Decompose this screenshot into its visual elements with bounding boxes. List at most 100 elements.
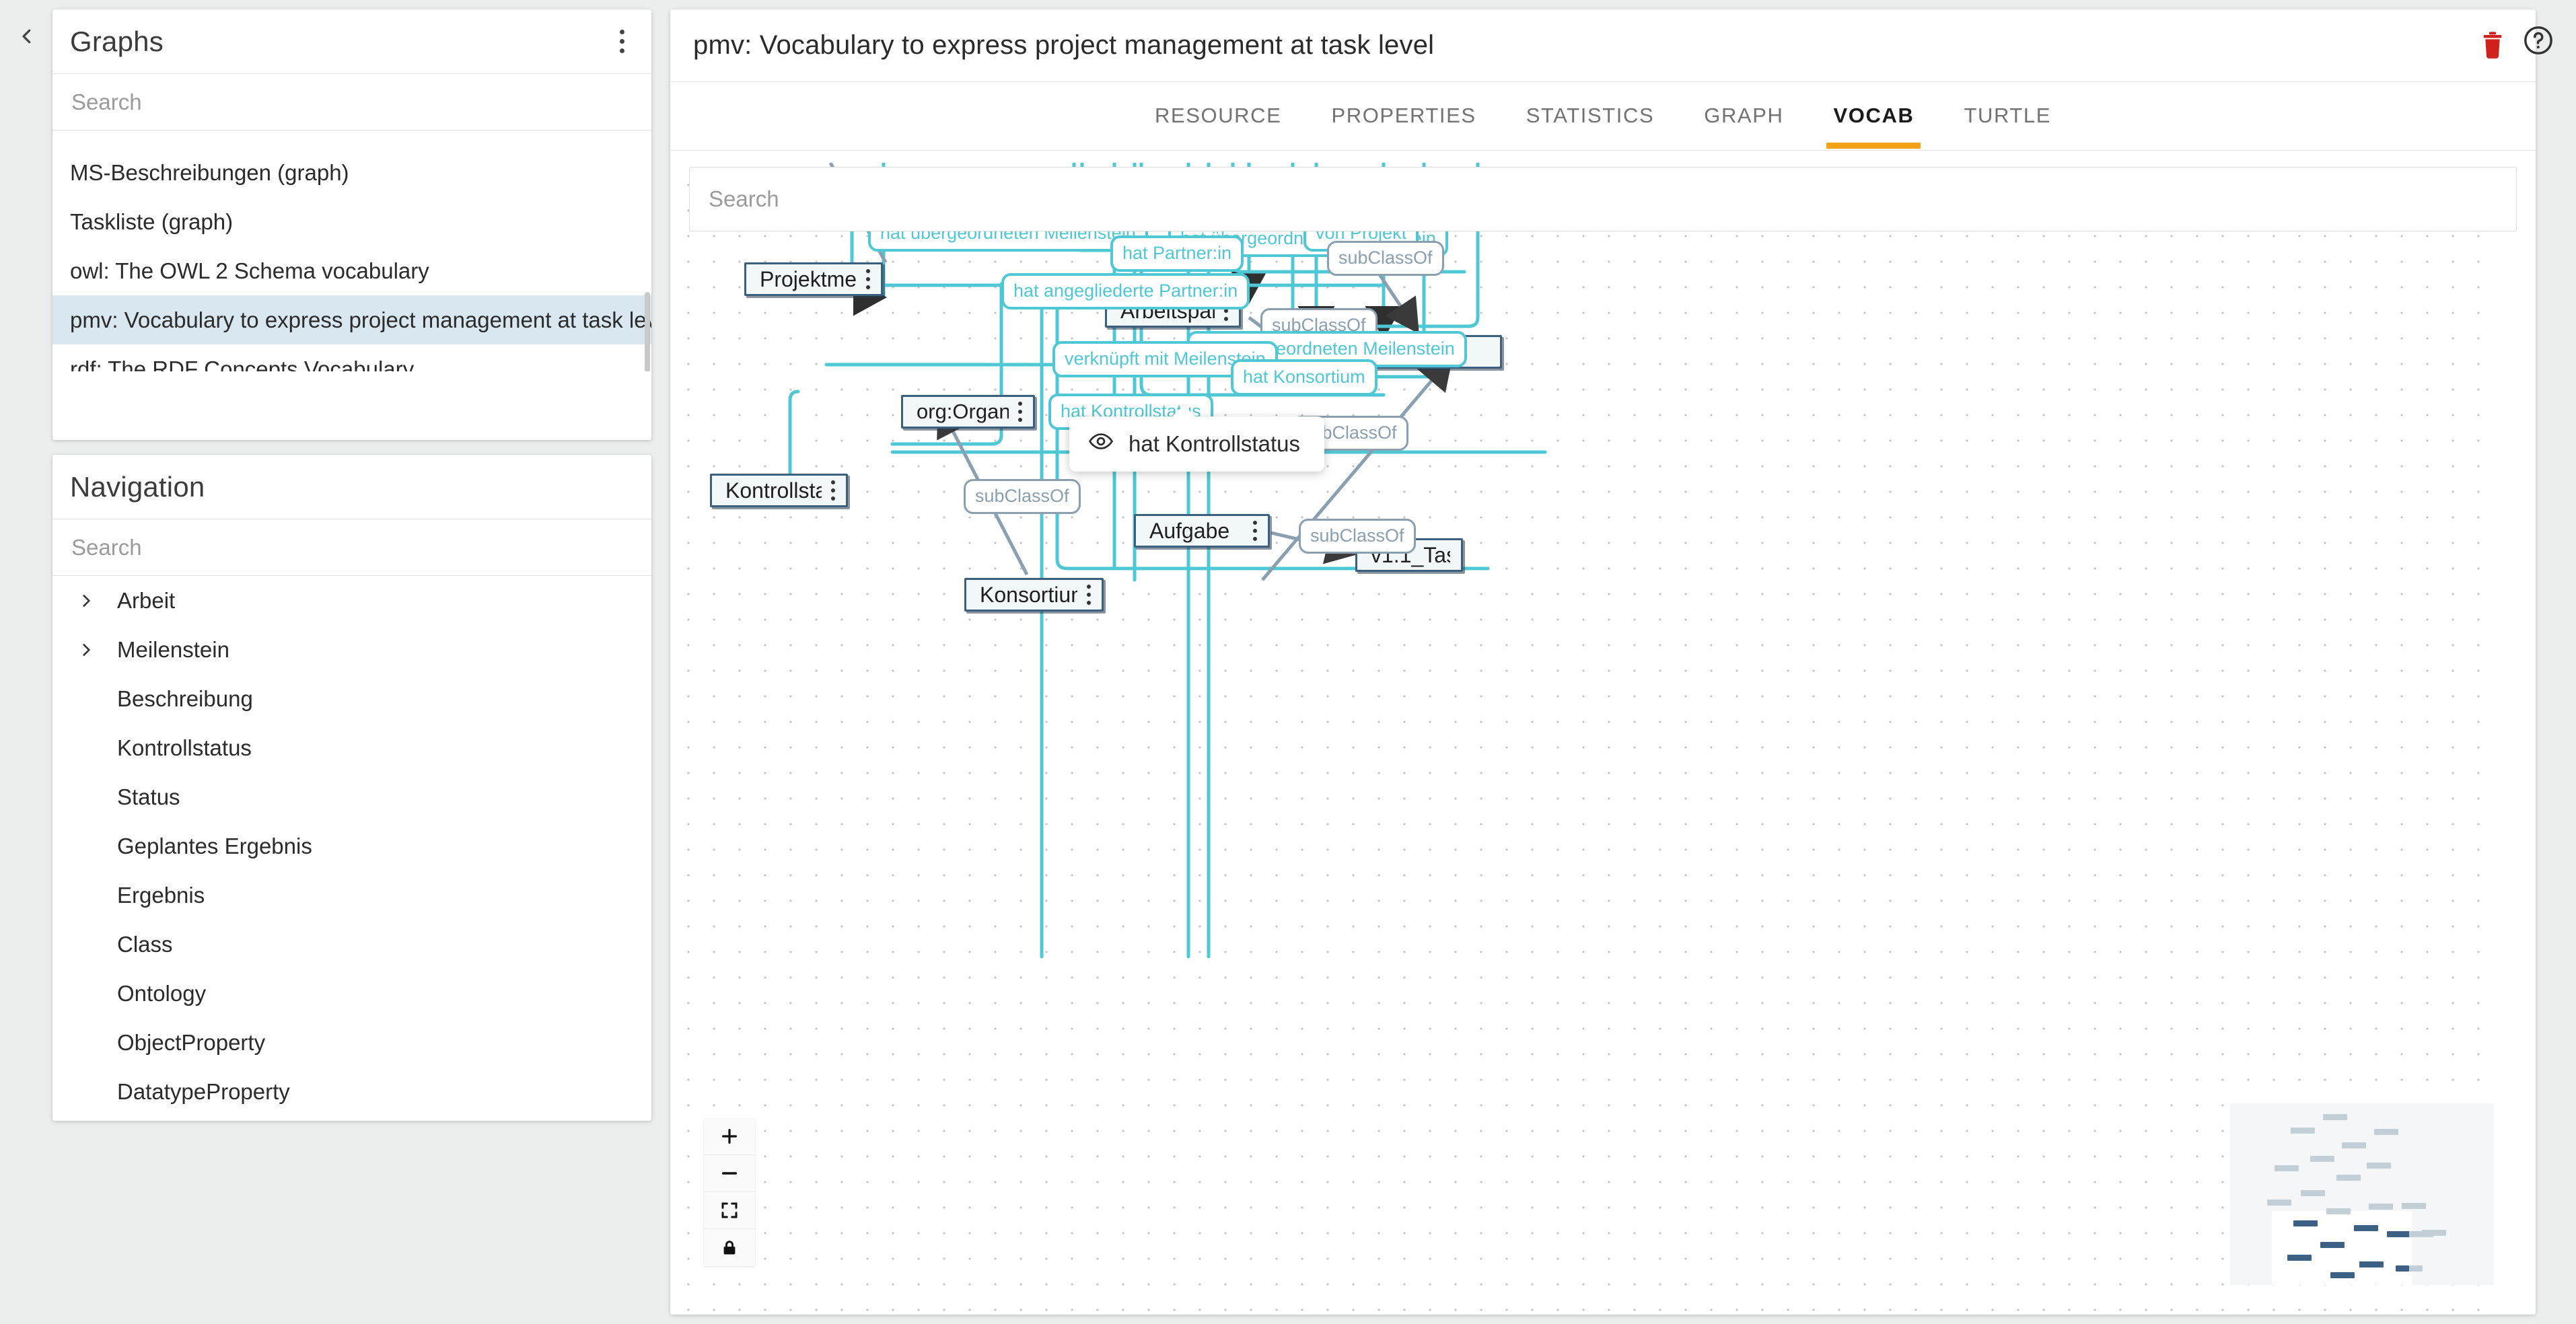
graph-node-projektmeilenstein[interactable]: Projektmeilenstein bbox=[744, 262, 883, 296]
list-item[interactable]: owl: The OWL 2 Schema vocabulary bbox=[70, 258, 429, 283]
page-title: pmv: Vocabulary to express project manag… bbox=[693, 30, 1435, 60]
list-item[interactable]: rdf: The RDF Concepts Vocabulary bbox=[70, 356, 415, 372]
nav-item-class[interactable]: Class bbox=[52, 920, 651, 969]
navigation-panel-header: Navigation bbox=[52, 455, 651, 519]
nav-item-kontrollstatus[interactable]: Kontrollstatus bbox=[52, 723, 651, 772]
minimap-node bbox=[2374, 1129, 2398, 1135]
zoom-controls bbox=[704, 1118, 755, 1266]
minimap-node bbox=[2422, 1230, 2446, 1236]
nav-item-label: Kontrollstatus bbox=[117, 735, 252, 760]
chevron-right-icon[interactable] bbox=[77, 640, 96, 659]
zoom-out-button[interactable] bbox=[704, 1155, 755, 1192]
tab-vocab[interactable]: VOCAB bbox=[1824, 85, 1923, 149]
navigation-search-row bbox=[52, 519, 651, 576]
minimap-node bbox=[2267, 1200, 2291, 1206]
navigation-tree: Arbeit Meilenstein Beschreibung Kontroll… bbox=[52, 576, 651, 1116]
tab-graph[interactable]: GRAPH bbox=[1704, 103, 1784, 127]
search-input[interactable] bbox=[707, 186, 2499, 213]
tab-properties[interactable]: PROPERTIES bbox=[1331, 103, 1476, 127]
minimap-node bbox=[2354, 1225, 2378, 1231]
nav-item-datatypeproperty[interactable]: DatatypeProperty bbox=[52, 1067, 651, 1116]
minimap-node bbox=[2320, 1242, 2345, 1248]
graphs-list-scrollbar[interactable] bbox=[645, 292, 650, 371]
nav-item-beschreibung[interactable]: Beschreibung bbox=[52, 674, 651, 723]
node-menu-icon[interactable] bbox=[1253, 521, 1257, 541]
edge-label-subclassof[interactable]: subClassOf bbox=[964, 479, 1081, 514]
minimap-node bbox=[2409, 1231, 2433, 1237]
list-item-clipped[interactable] bbox=[52, 131, 651, 148]
minimap-node bbox=[2310, 1156, 2334, 1162]
minimap-node bbox=[2396, 1265, 2409, 1272]
node-menu-icon[interactable] bbox=[866, 269, 870, 289]
tab-bar: RESOURCE PROPERTIES STATISTICS GRAPH VOC… bbox=[670, 82, 2536, 151]
graphs-search-input[interactable] bbox=[70, 88, 634, 116]
node-menu-icon[interactable] bbox=[1018, 402, 1022, 422]
tab-resource[interactable]: RESOURCE bbox=[1154, 103, 1282, 127]
navigation-panel: Navigation Arbeit Meilenstein Beschreibu… bbox=[52, 455, 651, 1121]
chevron-right-icon[interactable] bbox=[77, 591, 96, 610]
graph-node-org-organizationalcollaboration[interactable]: org:OrganizationalCollaboration bbox=[901, 395, 1035, 429]
nav-item-meilenstein[interactable]: Meilenstein bbox=[52, 625, 651, 674]
nav-item-objectproperty[interactable]: ObjectProperty bbox=[52, 1018, 651, 1067]
graph-canvas-wrapper: Projektmeilenstein Arbeitspaket Arbeit o… bbox=[670, 163, 2536, 1315]
graph-node-aufgabe[interactable]: Aufgabe bbox=[1134, 514, 1270, 548]
minimap-node bbox=[2402, 1203, 2426, 1209]
minimap-node bbox=[2369, 1204, 2393, 1210]
edge-label-hat-angegliederte-partnerin[interactable]: hat angegliederte Partner:in bbox=[1001, 273, 1250, 309]
nav-item-ergebnis[interactable]: Ergebnis bbox=[52, 871, 651, 920]
kebab-menu-icon[interactable] bbox=[610, 23, 634, 61]
minimap-node bbox=[2275, 1165, 2299, 1171]
edge-label-hat-partnerin[interactable]: hat Partner:in bbox=[1110, 235, 1244, 272]
nav-item-label: Class bbox=[117, 931, 173, 957]
edge-label-hat-konsortium[interactable]: hat Konsortium bbox=[1231, 359, 1378, 396]
graph-node-konsortium[interactable]: Konsortium bbox=[964, 578, 1104, 612]
chevron-left-icon[interactable] bbox=[12, 22, 42, 51]
vocab-search-box bbox=[689, 167, 2517, 231]
lock-button[interactable] bbox=[704, 1229, 755, 1266]
tab-statistics[interactable]: STATISTICS bbox=[1526, 103, 1655, 127]
nav-item-label: Geplantes Ergebnis bbox=[117, 833, 312, 858]
node-menu-icon[interactable] bbox=[831, 480, 835, 501]
main-header: pmv: Vocabulary to express project manag… bbox=[670, 9, 2536, 82]
nav-item-label: ObjectProperty bbox=[117, 1029, 266, 1055]
node-label: Kontrollstatus bbox=[725, 478, 822, 503]
minimap-node bbox=[2323, 1114, 2347, 1120]
edge-label-subclassof[interactable]: subClassOf bbox=[1299, 519, 1416, 554]
nav-item-label: DatatypeProperty bbox=[117, 1078, 290, 1104]
zoom-in-button[interactable] bbox=[704, 1118, 755, 1155]
node-label: Aufgabe bbox=[1149, 518, 1230, 543]
minimap-node bbox=[2387, 1231, 2411, 1237]
minimap-node bbox=[2301, 1190, 2325, 1196]
minimap-node bbox=[2409, 1265, 2423, 1272]
minimap-node bbox=[2336, 1175, 2361, 1181]
nav-item-arbeit[interactable]: Arbeit bbox=[52, 576, 651, 625]
left-rail bbox=[0, 0, 52, 1324]
nav-item-status[interactable]: Status bbox=[52, 772, 651, 821]
edge-tooltip: hat Kontrollstatus bbox=[1069, 416, 1324, 472]
minimap-node bbox=[2326, 1208, 2351, 1214]
graphs-list: MS-Beschreibungen (graph) Taskliste (gra… bbox=[52, 131, 651, 371]
graph-minimap[interactable] bbox=[2230, 1103, 2494, 1285]
edge-label-subclassof[interactable]: subClassOf bbox=[1327, 241, 1444, 276]
tab-turtle[interactable]: TURTLE bbox=[1964, 103, 2052, 127]
nav-item-ontology[interactable]: Ontology bbox=[52, 969, 651, 1018]
nav-item-geplantes-ergebnis[interactable]: Geplantes Ergebnis bbox=[52, 821, 651, 871]
minimap-node bbox=[2287, 1255, 2312, 1261]
graph-canvas[interactable]: Projektmeilenstein Arbeitspaket Arbeit o… bbox=[670, 163, 2494, 1315]
node-menu-icon[interactable] bbox=[1087, 585, 1091, 605]
eye-icon bbox=[1088, 429, 1114, 459]
graph-node-kontrollstatus[interactable]: Kontrollstatus bbox=[710, 474, 848, 507]
nav-item-label: Ergebnis bbox=[117, 882, 205, 908]
fit-to-screen-button[interactable] bbox=[704, 1192, 755, 1229]
help-circle-icon[interactable] bbox=[2518, 20, 2559, 61]
minimap-node bbox=[2291, 1128, 2315, 1134]
minimap-node bbox=[2367, 1163, 2391, 1169]
node-label: Konsortium bbox=[980, 582, 1077, 607]
trash-icon[interactable] bbox=[2474, 27, 2511, 65]
nav-item-label: Status bbox=[117, 784, 180, 809]
node-label: Projektmeilenstein bbox=[760, 266, 857, 291]
navigation-search-input[interactable] bbox=[70, 534, 634, 561]
list-item[interactable]: Taskliste (graph) bbox=[70, 209, 234, 234]
list-item[interactable]: MS-Beschreibungen (graph) bbox=[70, 159, 349, 185]
list-item-selected[interactable]: pmv: Vocabulary to express project manag… bbox=[52, 295, 651, 344]
